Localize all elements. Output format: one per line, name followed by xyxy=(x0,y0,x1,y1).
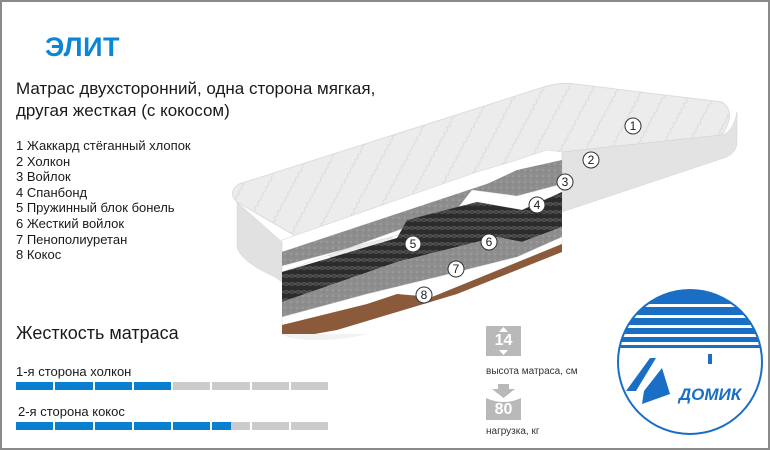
height-badge: 14 xyxy=(486,326,521,356)
load-arrow-icon xyxy=(492,384,515,398)
svg-text:6: 6 xyxy=(486,235,493,249)
stiffness-title: Жесткость матраса xyxy=(16,323,179,343)
layer-item: 3 Войлок xyxy=(16,169,71,185)
layer-item: 2 Холкон xyxy=(16,153,71,169)
stiffness-segment xyxy=(133,382,171,390)
svg-text:8: 8 xyxy=(421,288,428,302)
stiffness-segment xyxy=(16,422,54,430)
side-1-stiffness-bar xyxy=(16,382,328,390)
svg-text:3: 3 xyxy=(562,175,569,189)
side-2-stiffness-bar xyxy=(16,422,328,430)
height-spec: 14 xyxy=(486,326,521,356)
layer-marker-5: 5 xyxy=(404,235,422,253)
stiffness-segment xyxy=(212,382,250,390)
arrow-up-icon xyxy=(499,327,508,332)
layer-item: 8 Кокос xyxy=(16,247,62,263)
side-2-label: 2-я сторона кокос xyxy=(18,404,125,419)
svg-text:1: 1 xyxy=(630,119,637,133)
layer-list: 1 Жаккард стёганный хлопок 2 Холкон 3 Во… xyxy=(16,138,191,263)
domik-logo: ДОМИК xyxy=(617,289,763,435)
svg-text:7: 7 xyxy=(453,262,460,276)
stiffness-segment xyxy=(173,382,211,390)
stiffness-segment xyxy=(212,422,250,430)
load-spec: 80 xyxy=(486,384,521,420)
layer-marker-3: 3 xyxy=(556,173,574,191)
stiffness-segment xyxy=(94,422,132,430)
stiffness-segment xyxy=(251,422,289,430)
stiffness-segment xyxy=(16,382,54,390)
load-label: нагрузка, кг xyxy=(486,426,540,437)
mattress-cutaway-illustration: 1 2 3 4 5 6 7 8 xyxy=(232,82,738,341)
arrow-down-icon xyxy=(499,350,508,355)
load-badge: 80 xyxy=(486,398,521,420)
stiffness-segment xyxy=(251,382,289,390)
product-title: ЭЛИТ xyxy=(45,32,121,62)
layer-marker-8: 8 xyxy=(415,286,433,304)
height-label: высота матраса, см xyxy=(486,366,578,377)
layer-item: 6 Жесткий войлок xyxy=(16,215,125,231)
stiffness-segment xyxy=(290,382,328,390)
layer-marker-1: 1 xyxy=(624,117,642,135)
layer-marker-2: 2 xyxy=(582,151,600,169)
layer-item: 5 Пружинный блок бонель xyxy=(16,200,175,216)
stiffness-segment xyxy=(133,422,171,430)
stiffness-segment xyxy=(290,422,328,430)
svg-text:5: 5 xyxy=(410,237,417,251)
layer-item: 1 Жаккард стёганный хлопок xyxy=(16,138,191,153)
layer-marker-6: 6 xyxy=(480,233,498,251)
layer-marker-4: 4 xyxy=(528,196,546,214)
stiffness-segment xyxy=(55,382,93,390)
description-line: Матрас двухсторонний, одна сторона мягка… xyxy=(16,79,376,98)
load-value: 80 xyxy=(494,401,513,418)
svg-text:ДОМИК: ДОМИК xyxy=(677,385,743,404)
layer-item: 7 Пенополиуретан xyxy=(16,231,128,247)
product-description: Матрас двухсторонний, одна сторона мягка… xyxy=(16,78,416,122)
curve-icon xyxy=(486,398,521,402)
height-value: 14 xyxy=(494,332,513,349)
layer-item: 4 Спанбонд xyxy=(16,184,88,200)
svg-text:2: 2 xyxy=(588,153,595,167)
stiffness-segment xyxy=(55,422,93,430)
side-1-label: 1-я сторона холкон xyxy=(16,364,132,379)
svg-text:4: 4 xyxy=(534,198,541,212)
stiffness-segment xyxy=(94,382,132,390)
stiffness-segment xyxy=(173,422,211,430)
description-line: другая жесткая (с кокосом) xyxy=(16,101,230,120)
layer-marker-7: 7 xyxy=(447,260,465,278)
